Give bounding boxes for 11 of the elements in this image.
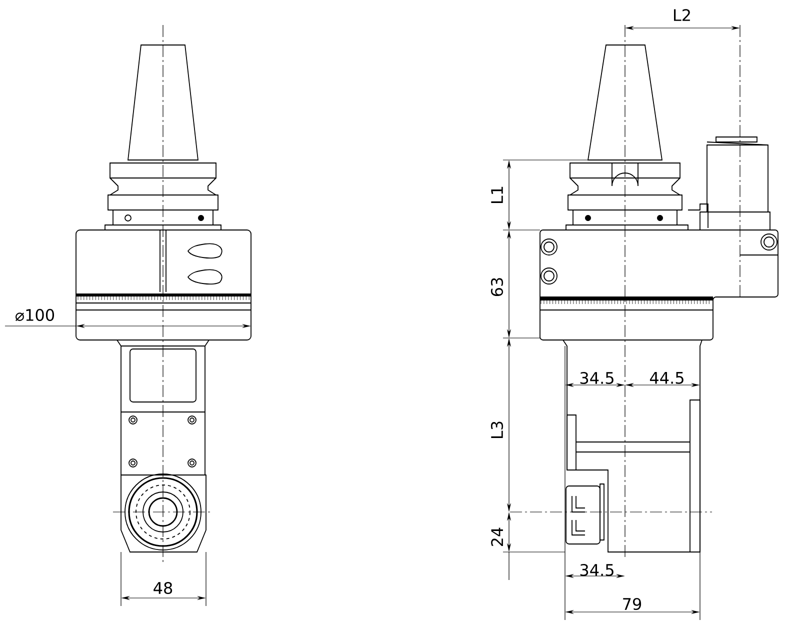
dimension-label: 34.5 (580, 372, 614, 384)
dimension-label: L3 (490, 422, 504, 438)
dimension-label: 48 (154, 582, 172, 594)
dimension-label: L1 (491, 186, 503, 203)
dimension-label: L2 (674, 9, 690, 21)
dimension-label: 24 (491, 528, 503, 546)
dimension-label: 63 (490, 278, 504, 296)
dimension-label: 44.5 (650, 372, 684, 384)
dimension-label: 79 (623, 598, 642, 610)
dimension-label: ⌀100 (16, 308, 54, 322)
dimension-label: 34.5 (580, 564, 614, 576)
